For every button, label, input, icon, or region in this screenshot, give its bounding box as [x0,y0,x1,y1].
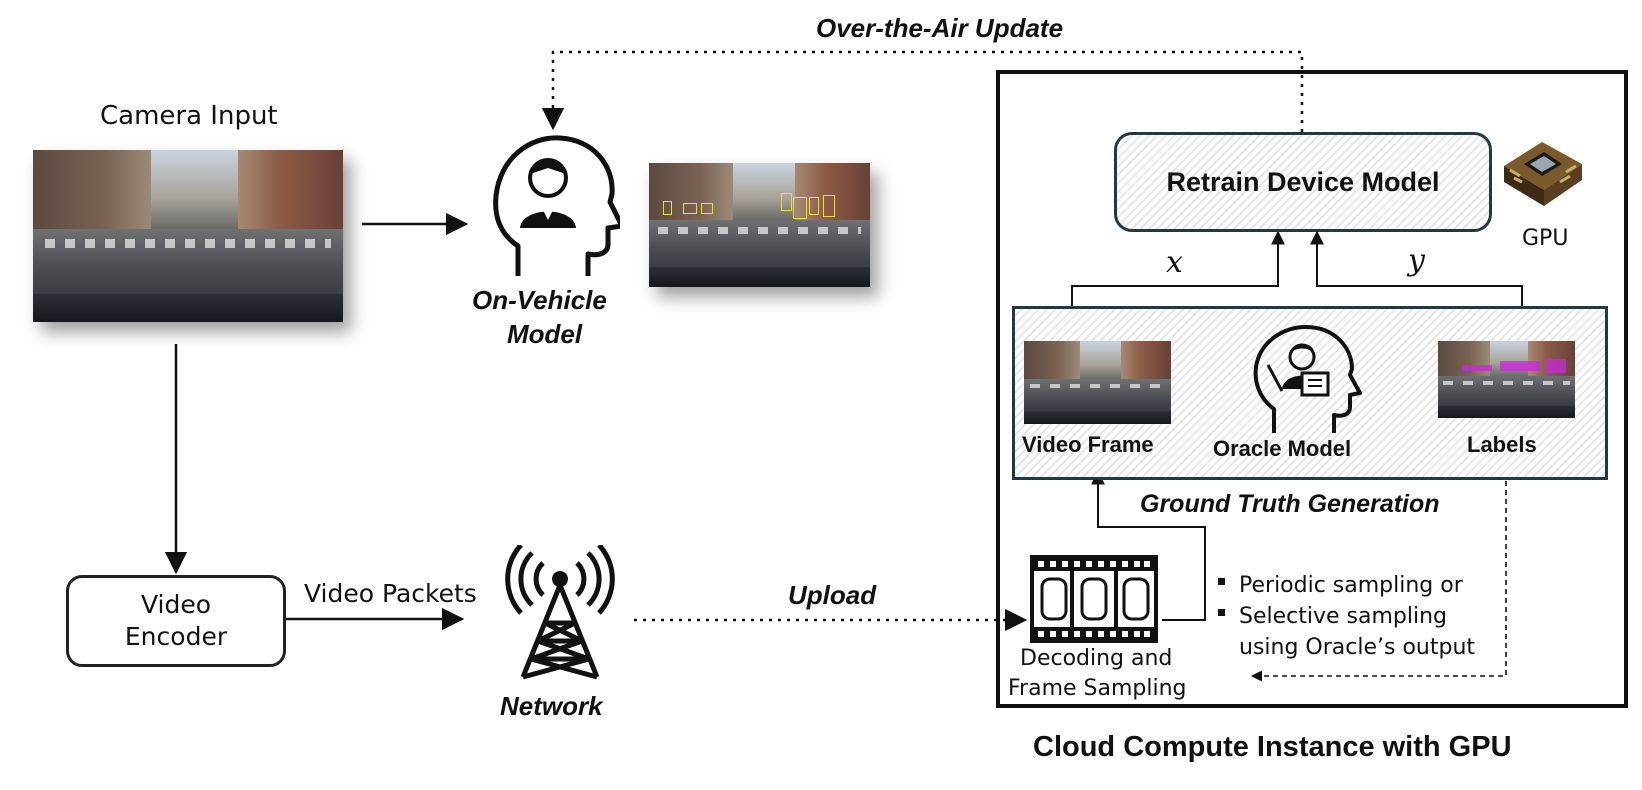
decoding-label-1: Decoding and [1020,646,1173,671]
cell-tower-icon [505,545,615,680]
ground-truth-generation-label: Ground Truth Generation [1140,490,1440,518]
network-label: Network [500,691,603,721]
segmentation-mask [1546,359,1566,373]
oracle-teacher-head-icon [1253,325,1362,433]
retrain-device-model-label: Retrain Device Model [1166,166,1440,197]
video-encoder-label-1: Video [140,589,212,619]
detection-box [793,197,807,219]
upload-label: Upload [788,580,877,610]
gpu-label: GPU [1522,226,1569,251]
bullet-text: Selective sampling [1239,604,1448,629]
detection-output-image [649,163,870,287]
segmentation-mask [1500,361,1540,371]
decoding-label-2: Frame Sampling [1008,676,1187,701]
film-strip-icon [1030,555,1158,643]
on-vehicle-model-label-2: Model [507,319,583,349]
arrow-labels-feedback [1250,472,1507,682]
bullet-text: Periodic sampling or [1239,573,1463,598]
bullet-item: using Oracle’s output [1218,632,1475,663]
student-head-icon [493,135,620,276]
arrow-decoding-to-frame [1091,470,1206,621]
detection-box [701,203,713,214]
camera-frame-image [33,150,343,322]
video-frame-image [1024,341,1171,424]
video-encoder-box: Video Encoder [66,575,286,667]
video-encoder-label-2: Encoder [124,622,228,651]
cloud-instance-title: Cloud Compute Instance with GPU [1033,731,1512,763]
retrain-device-model-box: Retrain Device Model [1114,132,1492,232]
x-label: x [1166,245,1183,280]
bullet-text: using Oracle’s output [1239,635,1476,660]
segmentation-mask [1462,365,1492,371]
video-packets-label: Video Packets [304,579,477,608]
labels-label: Labels [1467,432,1537,457]
gpu-chip-icon [1504,142,1582,206]
video-frame-label: Video Frame [1022,432,1154,457]
detection-box [823,195,835,217]
detection-box [809,197,819,215]
y-label: y [1408,243,1425,278]
arrow-ota-update [541,50,1304,132]
bullet-item: Selective sampling [1218,601,1475,632]
detection-box [663,201,672,215]
bullet-item: Periodic sampling or [1218,570,1475,601]
oracle-model-label: Oracle Model [1213,436,1352,461]
labels-image [1438,341,1575,418]
camera-input-label: Camera Input [100,101,278,131]
cloud-frame [996,70,1628,708]
sampling-bullet-list: Periodic sampling or Selective sampling … [1218,570,1475,663]
on-vehicle-model-label-1: On-Vehicle [472,285,607,315]
detection-box [781,193,792,211]
detection-box [683,203,697,214]
ota-update-label: Over-the-Air Update [816,13,1064,43]
